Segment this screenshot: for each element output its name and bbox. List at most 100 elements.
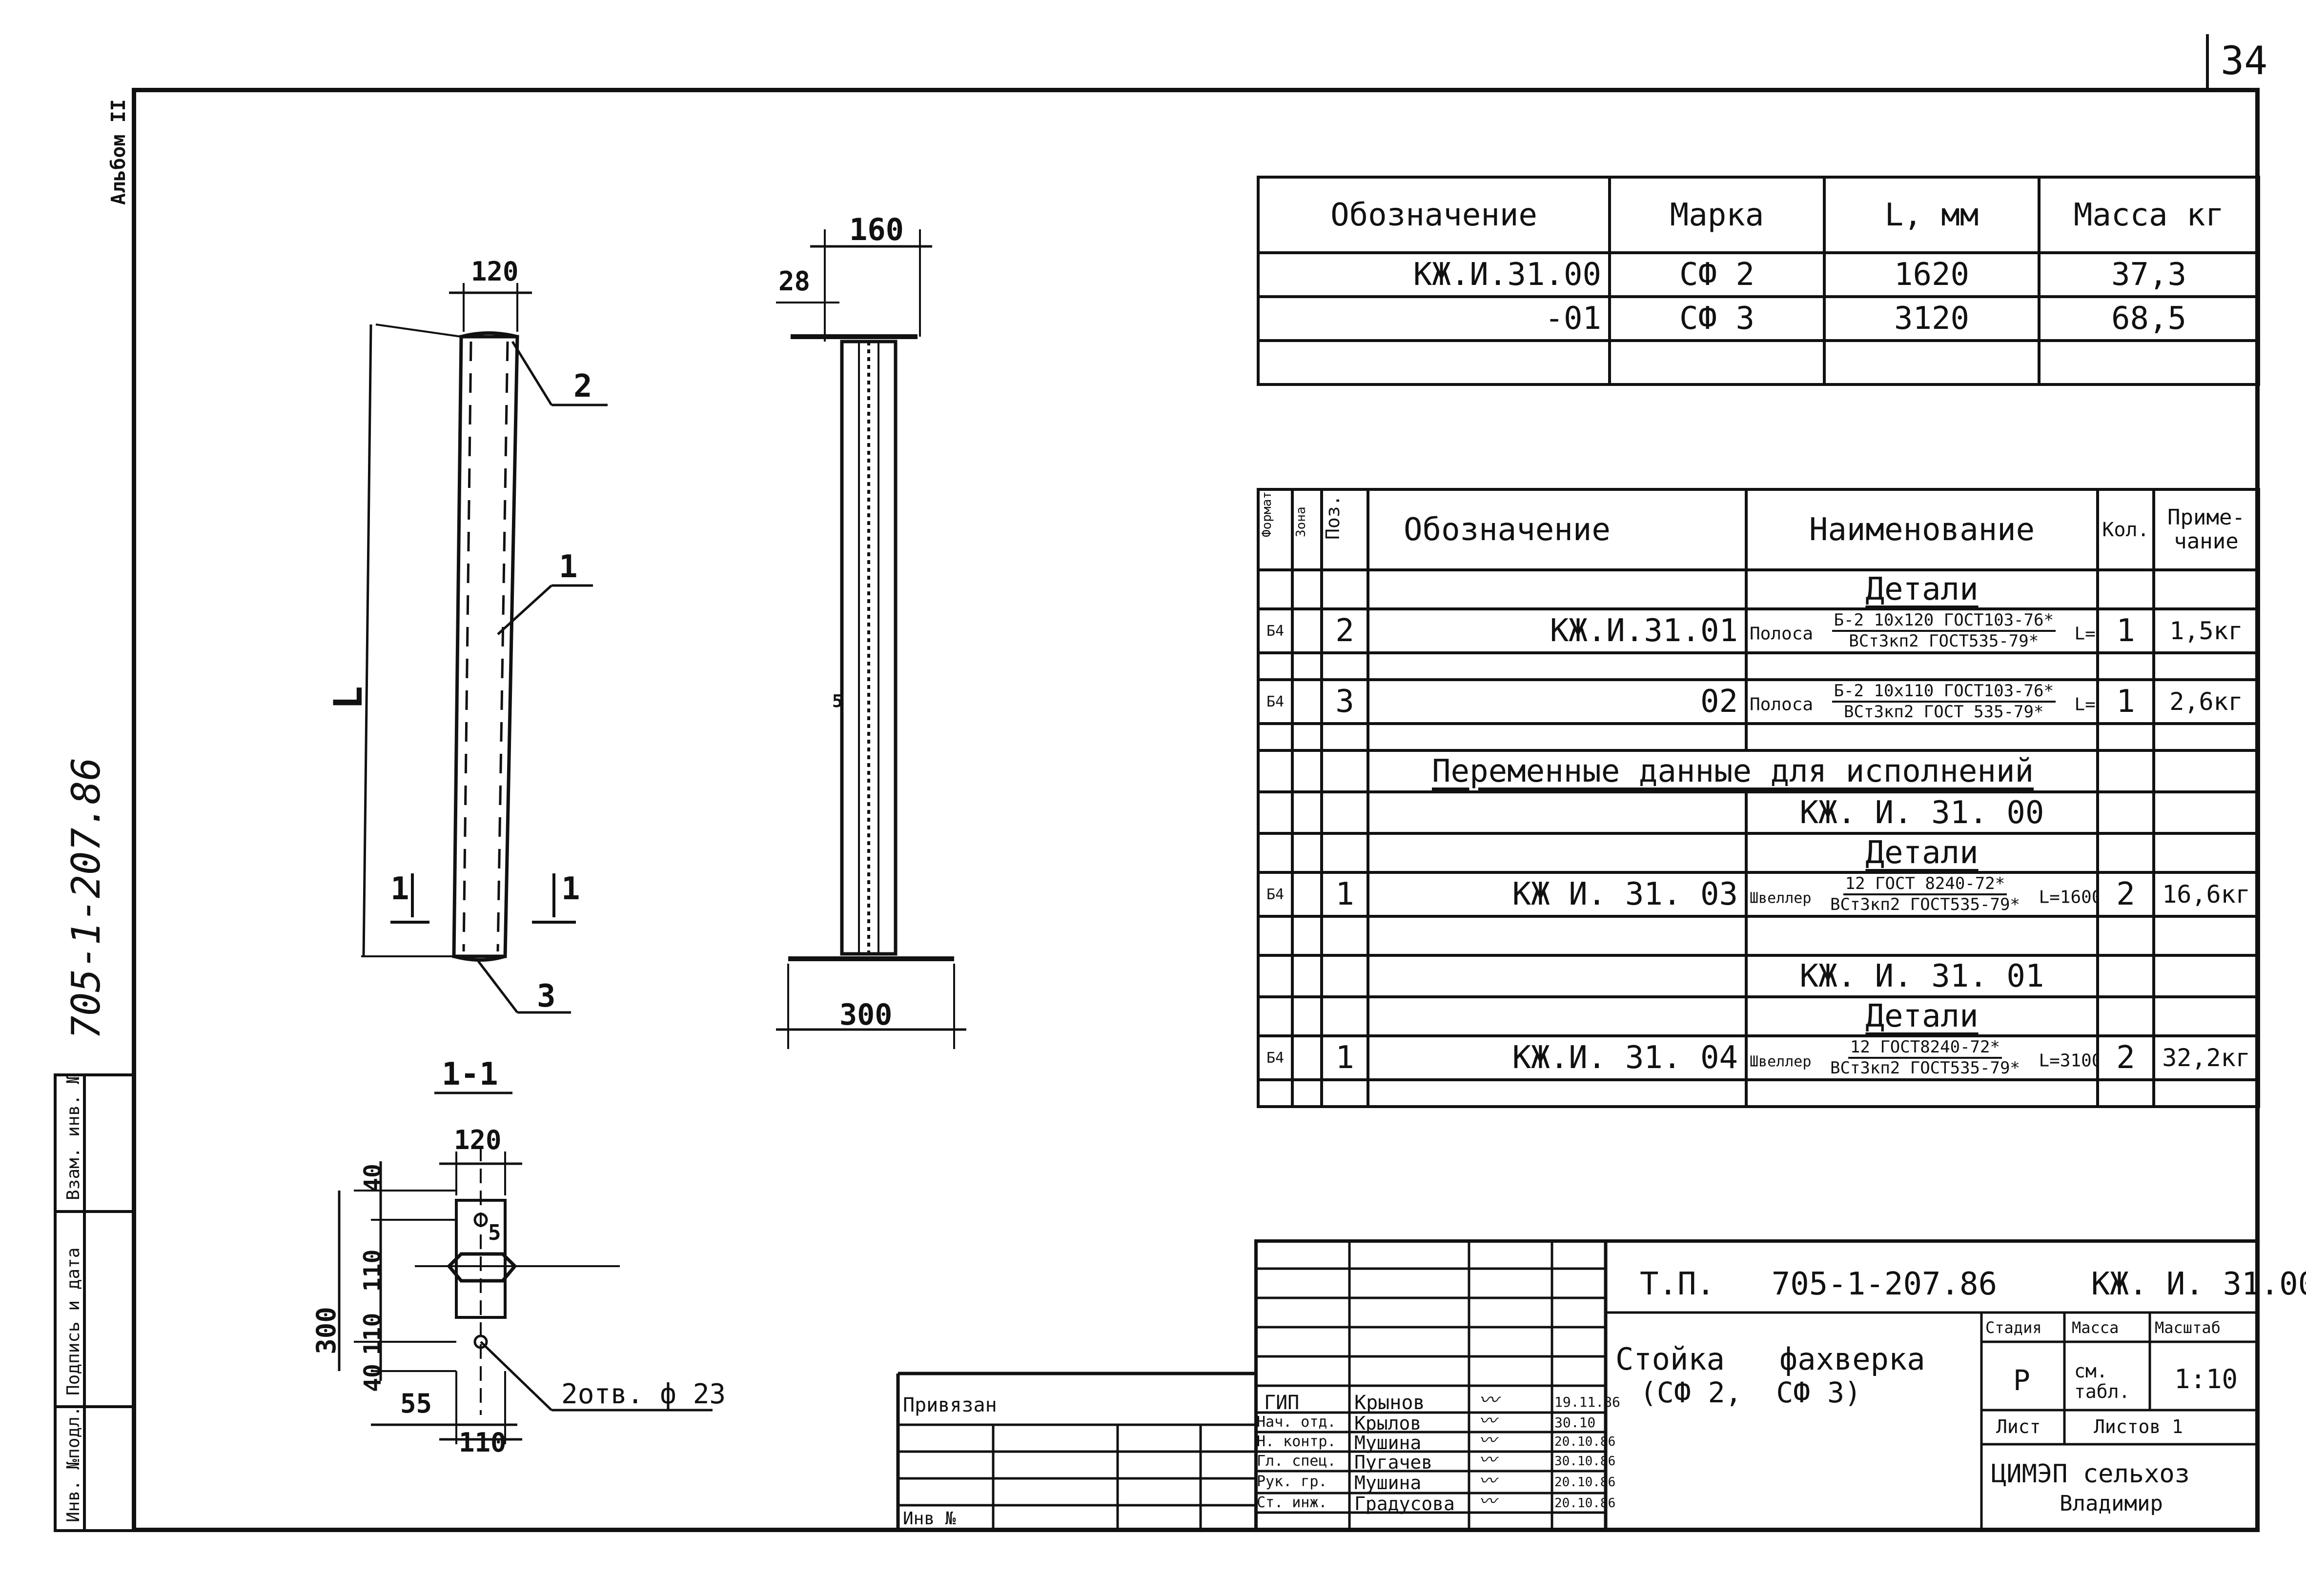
spec-name: Швеллер 12 ГОСТ8240-72*ВСт3кп2 ГОСТ535-7… (1745, 1034, 2099, 1081)
staff-role: ГИП (1264, 1392, 1300, 1414)
spec-header-designation: Обозначение (1367, 488, 1748, 571)
page-number: 34 (2221, 38, 2268, 83)
left-strip-divider (83, 1073, 86, 1532)
marks-cell: СФ 2 (1608, 251, 1826, 298)
spec-header-format: Формат (1257, 488, 1294, 571)
spec-name-fraction: 12 ГОСТ 8240-72*ВСт3кп2 ГОСТ535-79* (1830, 873, 2020, 914)
marks-cell: -01 (1257, 295, 1611, 342)
spec-note: 16,6кг (2152, 871, 2260, 918)
stage-label: Стадия (1985, 1318, 2042, 1337)
spec-note: 32,2кг (2152, 1034, 2260, 1081)
page-number-box (2206, 34, 2267, 88)
spec-format: Б4 (1257, 678, 1294, 725)
marks-header-mass: Масса кг (2038, 176, 2260, 254)
cut-mark-left: 1 (390, 871, 409, 907)
marks-header-length: L, мм (1823, 176, 2041, 254)
spec-header-zone: Зона (1291, 488, 1323, 571)
spec-variant-2: КЖ. И. 31. 01 (1745, 954, 2099, 998)
dim-top-width: 120 (471, 256, 519, 287)
section-1-1-view (338, 1091, 713, 1444)
spec-table: Формат Зона Поз. Обозначение Наименовани… (1257, 488, 2260, 1108)
staff-signature-icon: 〰 (1479, 1389, 1498, 1412)
title-line-2: (СФ 2, СФ 3) (1640, 1376, 1861, 1409)
spec-qty: 2 (2096, 871, 2155, 918)
spec-qty: 1 (2096, 678, 2155, 725)
sec-holes-label: 2отв. ф 23 (561, 1378, 726, 1410)
marks-cell (1608, 339, 1826, 386)
staff-role: Гл. спец. (1257, 1453, 1336, 1470)
spec-section-details-3: Детали (1745, 995, 2099, 1037)
staff-signature-icon: 〰 (1479, 1492, 1497, 1512)
staff-name: Градусова (1354, 1493, 1455, 1515)
org-line-2: Владимир (2060, 1491, 2163, 1516)
staff-signature-icon: 〰 (1479, 1450, 1497, 1470)
staff-signature-icon: 〰 (1479, 1411, 1497, 1431)
spec-format: Б4 (1257, 871, 1294, 918)
staff-role: Рук. гр. (1257, 1473, 1327, 1490)
marks-header-mark: Марка (1608, 176, 1826, 254)
inv-label: Инв № (903, 1509, 956, 1529)
spec-name: Полоса Б-2 10х120 ГОСТ103-76*ВСт3кп2 ГОС… (1745, 607, 2099, 654)
pos-1-label: 1 (559, 549, 578, 585)
spec-name-fraction: Б-2 10х110 ГОСТ103-76*ВСт3кп2 ГОСТ 535-7… (1832, 683, 2056, 721)
staff-name: Крылов (1354, 1413, 1422, 1434)
spec-pos: 2 (1320, 607, 1369, 654)
spec-header-note: Приме-чание (2152, 488, 2260, 571)
spec-format: Б4 (1257, 1034, 1294, 1081)
sheet-label: Лист (1996, 1416, 2041, 1437)
mass-value: см. табл. (2074, 1360, 2130, 1402)
marks-cell (1823, 339, 2041, 386)
staff-signature-icon: 〰 (1479, 1431, 1497, 1451)
staff-date: 20.10.86 (1554, 1475, 1616, 1490)
spec-section-details-2: Детали (1745, 832, 2099, 874)
staff-role: Ст. инж. (1257, 1494, 1327, 1511)
spec-pos: 3 (1320, 678, 1369, 725)
spec-note: 2,6кг (2152, 678, 2260, 725)
staff-name: Мушина (1354, 1472, 1422, 1494)
spec-qty: 2 (2096, 1034, 2155, 1081)
staff-date: 30.10 (1554, 1414, 1596, 1431)
left-strip-sep2 (54, 1405, 132, 1408)
staff-name: Крынов (1354, 1392, 1425, 1414)
spec-header-qty: Кол. (2096, 488, 2155, 571)
spec-name: Швеллер 12 ГОСТ 8240-72*ВСт3кп2 ГОСТ535-… (1745, 871, 2099, 918)
spec-variant-1: КЖ. И. 31. 00 (1745, 790, 2099, 835)
marks-cell: 68,5 (2038, 295, 2260, 342)
spec-pos: 1 (1320, 871, 1369, 918)
sec-dim-5: 5 (488, 1220, 501, 1245)
marks-cell: 37,3 (2038, 251, 2260, 298)
staff-name: Мушина (1354, 1432, 1422, 1454)
spec-designation: КЖ И. 31. 03 (1367, 871, 1748, 918)
binding-label: Привязан (903, 1394, 997, 1416)
sec-dim-55: 55 (400, 1388, 432, 1419)
spec-format: Б4 (1257, 607, 1294, 654)
dim-base-width: 300 (839, 998, 893, 1032)
marks-cell (2038, 339, 2260, 386)
marks-cell: СФ 3 (1608, 295, 1826, 342)
sec-dim-120: 120 (454, 1125, 502, 1155)
staff-date: 30.10.86 (1554, 1454, 1616, 1469)
staff-date: 19.11.86 (1554, 1394, 1620, 1410)
marks-table: Обозначение Марка L, мм Масса кг КЖ.И.31… (1257, 176, 2260, 386)
staff-signature-icon: 〰 (1479, 1471, 1497, 1491)
spec-section-details: Детали (1745, 568, 2099, 610)
post-front-view (776, 229, 966, 1049)
spec-note: 1,5кг (2152, 607, 2260, 654)
sec-dim-110c: 110 (459, 1427, 507, 1458)
title-line-1: Стойка фахверка (1615, 1341, 1925, 1377)
spec-pos: 1 (1320, 1034, 1369, 1081)
doc-code: Т.П. 705-1-207.86 КЖ. И. 31.00 (1640, 1266, 2306, 1302)
org-line-1: ЦИМЭП сельхоз (1991, 1459, 2190, 1489)
spec-name: Полоса Б-2 10х110 ГОСТ103-76*ВСт3кп2 ГОС… (1745, 678, 2099, 725)
spec-header-name: Наименование (1745, 488, 2099, 571)
spec-section-variable: Переменные данные для исполнений (1367, 749, 2099, 793)
marks-header-designation: Обозначение (1257, 176, 1611, 254)
pos-5-label: 5 (832, 691, 843, 711)
stage-value: Р (2013, 1364, 2030, 1397)
spec-name-fraction: Б-2 10х120 ГОСТ103-76*ВСт3кп2 ГОСТ535-79… (1832, 612, 2056, 650)
left-strip-sep1 (54, 1210, 132, 1213)
staff-role: Н. контр. (1257, 1433, 1336, 1450)
dim-flange-width: 160 (849, 212, 904, 247)
